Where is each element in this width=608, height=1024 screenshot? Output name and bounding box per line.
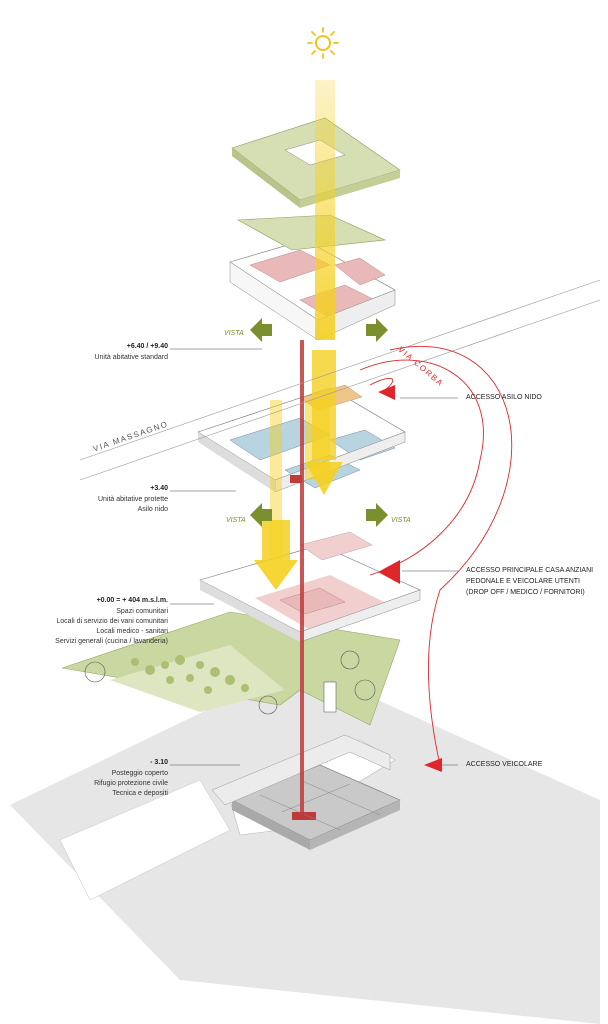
park-ground-floor [61,611,401,726]
access-routes [359,345,513,766]
level-4-description-3: Tecnica e depositi [112,790,168,797]
level-3-elevation: +0.00 = + 404 m.s.l.m. [96,597,168,604]
level-1-description: Unità abitative standard [94,354,168,361]
level-1-elevation: +6.40 / +9.40 [126,343,168,350]
vista-arrows [250,318,388,527]
level-4-description-1: Posteggio coperto [111,770,168,777]
ground-floor-slab [199,531,421,643]
vista-label-upper-left: VISTA [224,330,244,337]
level-4-description-2: Rifugio protezione civile [94,780,168,787]
sun-icon [307,27,339,59]
level-2-description-2: Asilo nido [137,506,168,513]
level-1-slab [229,214,396,341]
access-principale-title: ACCESSO PRINCIPALE CASA ANZIANI [466,567,594,574]
level-4-elevation: - 3.10 [150,759,168,766]
vista-label-lower-right: VISTA [391,517,411,524]
access-asilo-nido-label: ACCESSO ASILO NIDO [466,394,542,401]
access-veicolare-label: ACCESSO VEICOLARE [466,761,543,768]
vista-label-lower-left: VISTA [226,517,246,524]
light-beams [254,80,343,590]
access-principale-line-3: (DROP OFF / MEDICO / FORNITORI) [466,589,585,596]
leader-lines [170,348,458,766]
vertical-core [300,340,304,820]
level-2-elevation: +3.40 [150,485,168,492]
access-triangles [378,385,442,772]
access-principale-line-2: PEDONALE E VEICOLARE UTENTI [466,578,580,585]
level-2-description-1: Unità abitative protette [97,496,168,503]
level-3-description-3: Locali medico - sanitari [96,628,168,635]
level-3-description-2: Locali di servizio dei vani comunitari [56,618,168,625]
level-3-description-4: Servizi generali (cucina / lavanderia) [55,638,168,645]
level-3-description-1: Spazi comunitari [116,608,168,615]
street-lines [79,279,601,481]
